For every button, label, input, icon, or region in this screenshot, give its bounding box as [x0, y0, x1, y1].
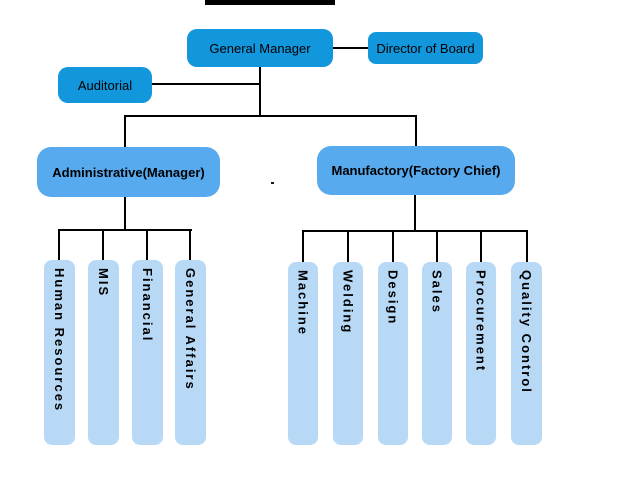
connector-stub-procurement — [480, 230, 482, 262]
node-dept-human-resources: Human Resources — [44, 260, 75, 445]
node-general-manager: General Manager — [187, 29, 333, 67]
connector-auditorial — [152, 83, 259, 85]
connector-stub-machine — [302, 230, 304, 262]
node-administrative-manager: Administrative(Manager) — [37, 147, 220, 197]
node-dept-mis: MIS — [88, 260, 119, 445]
connector-manufactory-drop — [415, 115, 417, 147]
node-dept-general-affairs: General Affairs — [175, 260, 206, 445]
node-dept-design-label: Design — [385, 270, 401, 326]
connector-stub-design — [392, 230, 394, 262]
node-dept-machine: Machine — [288, 262, 318, 445]
node-dept-machine-label: Machine — [295, 270, 311, 337]
node-dept-financial: Financial — [132, 260, 163, 445]
node-dept-mis-label: MIS — [96, 268, 111, 298]
node-dept-procurement-label: Procurement — [473, 270, 489, 373]
connector-admin-bar — [58, 229, 192, 231]
connector-split-bar — [124, 115, 417, 117]
node-dept-human-resources-label: Human Resources — [52, 268, 67, 413]
node-dept-quality-control-label: Quality Control — [519, 270, 534, 394]
node-dept-design: Design — [378, 262, 408, 445]
connector-admin-drop — [124, 115, 126, 148]
connector-stub-welding — [347, 230, 349, 262]
connector-stub-mis — [102, 229, 104, 260]
cropped-top-bar — [205, 0, 335, 5]
node-auditorial: Auditorial — [58, 67, 152, 103]
node-dept-general-affairs-label: General Affairs — [183, 268, 198, 391]
node-auditorial-label: Auditorial — [77, 77, 133, 93]
stray-dot — [271, 182, 274, 184]
connector-stub-human-resources — [58, 229, 60, 260]
node-manufactory-chief: Manufactory(Factory Chief) — [317, 146, 515, 195]
node-dept-financial-label: Financial — [140, 268, 155, 343]
connector-stub-sales — [436, 230, 438, 262]
node-dept-welding: Welding — [333, 262, 363, 445]
connector-stub-financial — [146, 229, 148, 260]
node-dept-sales-label: Sales — [429, 270, 445, 314]
node-administrative-manager-label: Administrative(Manager) — [52, 164, 205, 180]
node-manufactory-chief-label: Manufactory(Factory Chief) — [331, 163, 501, 178]
connector-manufactory-bar — [302, 230, 528, 232]
node-dept-sales: Sales — [422, 262, 452, 445]
connector-stub-general-affairs — [189, 229, 191, 260]
connector-stub-quality-control — [526, 230, 528, 262]
node-dept-welding-label: Welding — [340, 270, 356, 335]
connector-gm-trunk — [259, 67, 261, 117]
connector-admin-trunk — [124, 197, 126, 231]
node-director-of-board-label: Director of Board — [376, 40, 475, 56]
node-dept-quality-control: Quality Control — [511, 262, 542, 445]
node-dept-procurement: Procurement — [466, 262, 496, 445]
connector-gm-director — [333, 47, 368, 49]
node-general-manager-label: General Manager — [209, 40, 311, 56]
node-director-of-board: Director of Board — [368, 32, 483, 64]
connector-manufactory-trunk — [414, 195, 416, 232]
